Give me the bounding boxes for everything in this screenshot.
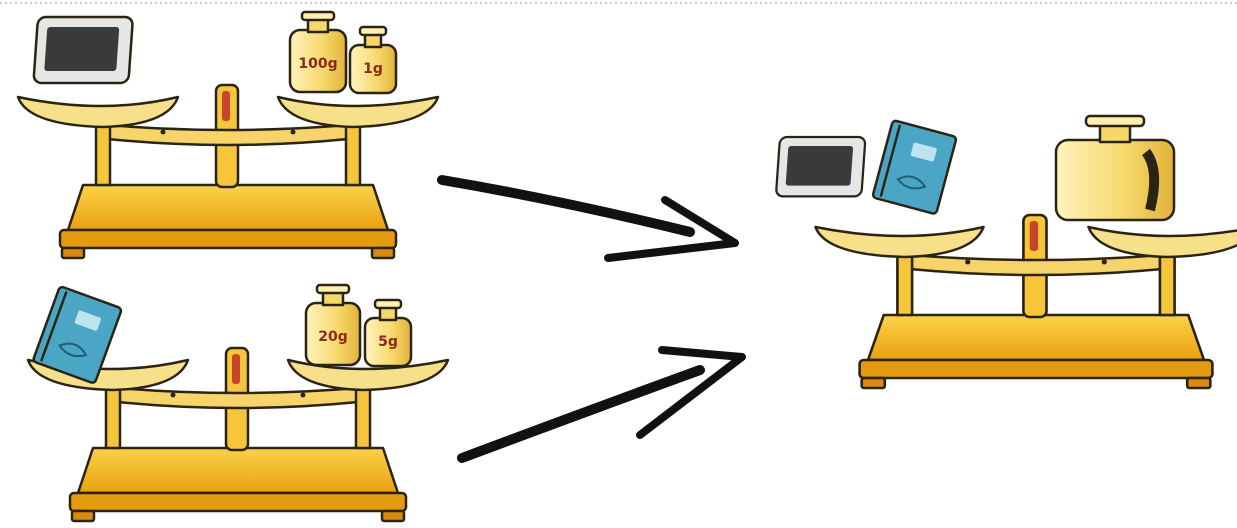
weight-top-2: 1g: [350, 27, 396, 93]
weight-label: 20g: [318, 329, 348, 345]
slate-icon: [776, 137, 866, 196]
weight-combined: [1056, 116, 1174, 220]
weight-label: 5g: [378, 334, 398, 350]
weight-bottom-2: 5g: [365, 300, 411, 366]
weight-label: 1g: [363, 61, 383, 77]
scale-combined: [776, 116, 1237, 388]
scale-top: 100g 1g: [18, 12, 438, 258]
scale-bottom: 20g 5g: [28, 285, 448, 521]
arrow-top: [442, 180, 735, 258]
book-icon: [872, 120, 956, 214]
weight-top-1: 100g: [290, 12, 346, 92]
weight-label: 100g: [298, 56, 337, 72]
slate-icon: [33, 17, 133, 83]
arrow-bottom: [462, 350, 742, 458]
weight-bottom-1: 20g: [306, 285, 360, 365]
